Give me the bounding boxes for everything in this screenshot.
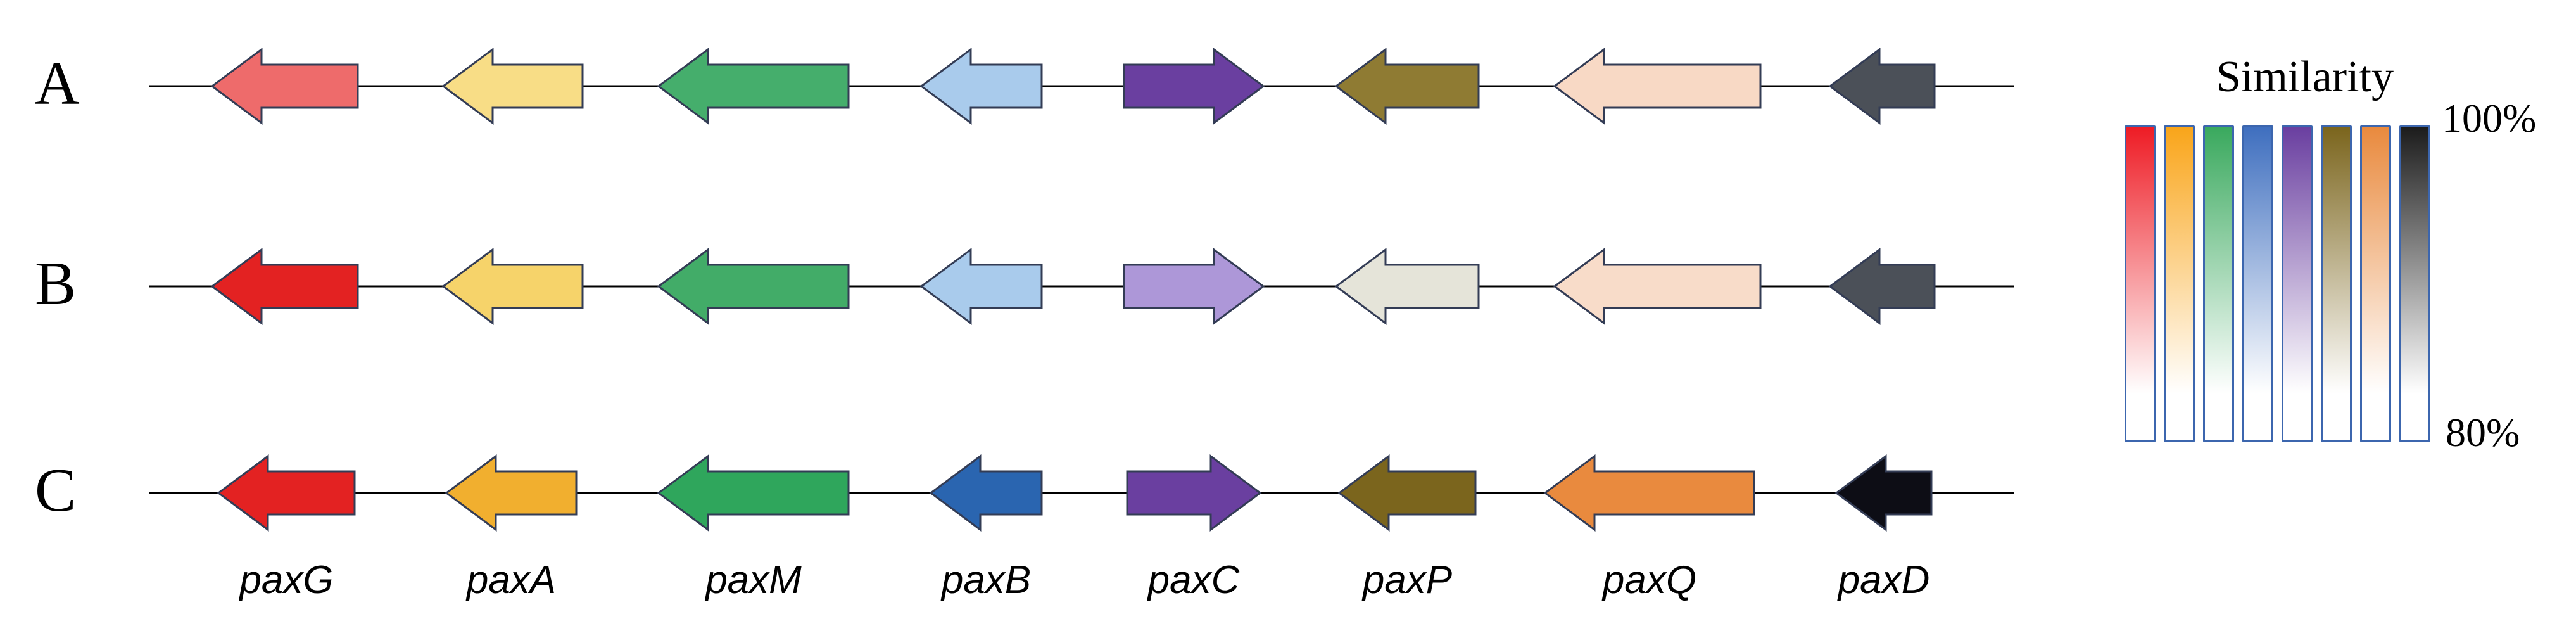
gene-label-paxC: paxC xyxy=(1147,558,1240,602)
legend-gradient-bars xyxy=(2125,125,2430,442)
gene-arrow-paxC-row-a xyxy=(1123,48,1265,125)
gene-arrow-paxQ-row-a xyxy=(1553,48,1762,125)
legend-bar xyxy=(2203,125,2234,442)
gene-arrow-paxQ-row-c xyxy=(1543,454,1755,532)
gene-arrow-paxB-row-b xyxy=(919,248,1043,325)
gene-label-paxP: paxP xyxy=(1362,558,1453,602)
gene-arrow-paxM-row-a xyxy=(657,48,850,125)
gene-label-paxM: paxM xyxy=(705,558,802,602)
gene-arrow-paxP-row-c xyxy=(1337,454,1477,532)
legend-bar xyxy=(2321,125,2352,442)
legend-max-label: 100% xyxy=(2442,96,2537,141)
gene-arrow-paxM-row-b xyxy=(657,248,850,325)
legend-bar xyxy=(2242,125,2273,442)
legend-title: Similarity xyxy=(2216,53,2394,101)
legend-bar xyxy=(2125,125,2156,442)
gene-arrow-paxA-row-b xyxy=(441,248,584,325)
gene-label-paxB: paxB xyxy=(941,558,1032,602)
gene-arrow-paxG-row-a xyxy=(210,48,359,125)
gene-arrow-paxD-row-a xyxy=(1828,48,1936,125)
row-label-a: A xyxy=(35,49,80,118)
row-label-c: C xyxy=(35,456,77,525)
gene-arrow-paxP-row-b xyxy=(1334,248,1480,325)
gene-arrow-paxG-row-c xyxy=(217,454,356,532)
gene-arrow-paxP-row-a xyxy=(1334,48,1480,125)
legend-bar xyxy=(2282,125,2313,442)
legend-bar xyxy=(2164,125,2195,442)
gene-arrow-paxA-row-a xyxy=(441,48,584,125)
gene-arrow-paxC-row-b xyxy=(1123,248,1265,325)
gene-arrow-paxG-row-b xyxy=(210,248,359,325)
gene-arrow-paxB-row-a xyxy=(919,48,1043,125)
gene-arrow-paxB-row-c xyxy=(929,454,1043,532)
gene-label-paxQ: paxQ xyxy=(1602,558,1697,602)
gene-label-paxA: paxA xyxy=(466,558,557,602)
gene-arrow-paxD-row-b xyxy=(1828,248,1936,325)
legend-bar xyxy=(2399,125,2430,442)
legend-bar xyxy=(2360,125,2391,442)
gene-arrow-paxD-row-c xyxy=(1834,454,1933,532)
gene-arrow-paxQ-row-b xyxy=(1553,248,1762,325)
legend-min-label: 80% xyxy=(2446,410,2520,455)
gene-label-paxD: paxD xyxy=(1838,558,1930,602)
gene-arrow-paxA-row-c xyxy=(445,454,578,532)
gene-arrow-paxM-row-c xyxy=(657,454,850,532)
gene-arrow-paxC-row-c xyxy=(1126,454,1262,532)
gene-label-paxG: paxG xyxy=(239,558,334,602)
row-label-b: B xyxy=(35,250,77,319)
